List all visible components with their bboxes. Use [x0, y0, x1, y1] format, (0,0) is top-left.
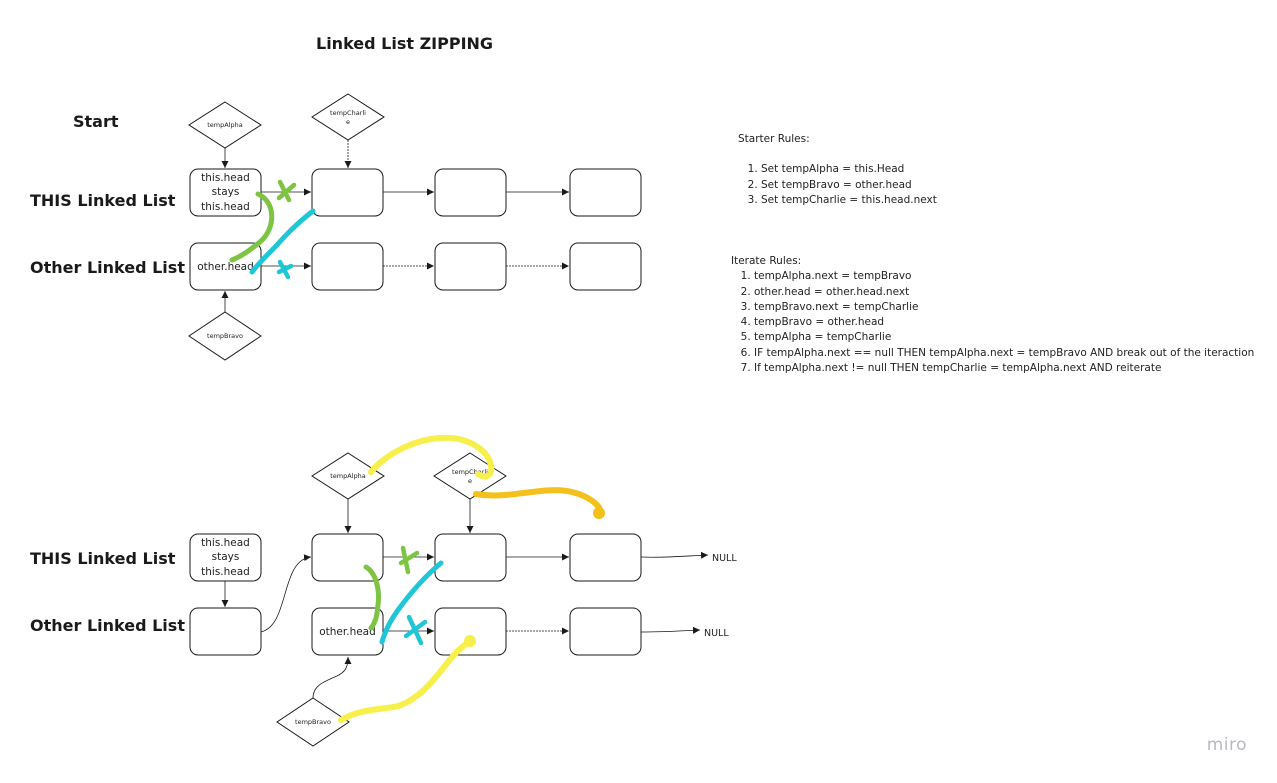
top-diamond-bravo-text: tempBravo [207, 332, 243, 340]
bottom-this-head-line-1: this.head [201, 537, 250, 549]
bottom-diamond-alpha-text: tempAlpha [330, 472, 366, 480]
bottom-orange-end-dot [593, 507, 605, 519]
bottom-diamond-charlie[interactable] [433, 452, 507, 500]
bottom-this-node-4[interactable] [569, 533, 642, 582]
starter-rule-item: Set tempCharlie = this.head.next [761, 193, 937, 208]
iterate-rule-item: other.head = other.head.next [754, 285, 1254, 300]
top-green-connector [229, 191, 275, 263]
bottom-green-x-mark [398, 545, 420, 575]
bottom-null-this: NULL [712, 553, 737, 564]
bottom-this-node-1[interactable] [189, 533, 262, 582]
top-cyan-x-mark [276, 259, 294, 280]
bottom-diamond-charlie-text-1: tempCharli [452, 468, 488, 476]
top-other-node-4[interactable] [569, 242, 642, 291]
top-diamond-charlie-text-2: e [346, 118, 350, 126]
bottom-orange-charlie-to-next [473, 487, 604, 518]
iterate-rule-item: If tempAlpha.next != null THEN tempCharl… [754, 361, 1254, 376]
bottom-diamond-bravo-text: tempBravo [295, 718, 331, 726]
top-other-node-3[interactable] [434, 242, 507, 291]
top-diamond-charlie-text-1: tempCharli [330, 109, 366, 117]
other-list-label-bottom: Other Linked List [30, 616, 185, 635]
iterate-rule-item: IF tempAlpha.next == null THEN tempAlpha… [754, 346, 1254, 361]
bottom-other-node-3[interactable] [434, 607, 507, 656]
starter-rules: Starter Rules: Set tempAlpha = this.Head… [738, 132, 937, 208]
top-diamond-bravo[interactable] [188, 311, 262, 361]
start-label: Start [73, 112, 119, 131]
bottom-zip-curve [260, 554, 312, 633]
top-this-node-4[interactable] [569, 168, 642, 217]
starter-rules-list: Set tempAlpha = this.Head Set tempBravo … [738, 162, 937, 208]
bottom-null-other: NULL [704, 628, 729, 639]
top-cyan-connector [249, 208, 316, 275]
bottom-yellow-alpha-to-charlie [368, 434, 495, 480]
iterate-rule-item: tempBravo = other.head [754, 315, 1254, 330]
iterate-rules-list: tempAlpha.next = tempBravo other.head = … [731, 269, 1254, 376]
top-this-head-line-2: stays [212, 186, 240, 198]
bottom-yellow-bravo-to-next [338, 637, 475, 723]
bottom-other-node-4[interactable] [569, 607, 642, 656]
top-other-head-text: other.head [197, 261, 254, 273]
page-title: Linked List ZIPPING [316, 34, 494, 53]
iterate-rules-title: Iterate Rules: [731, 255, 802, 267]
iterate-rule-item: tempAlpha = tempCharlie [754, 330, 1254, 345]
other-list-label-top: Other Linked List [30, 258, 185, 277]
bottom-cyan-connector [379, 560, 444, 645]
starter-rule-item: Set tempAlpha = this.Head [761, 162, 937, 177]
bottom-cyan-x-mark [403, 614, 428, 646]
top-this-head-line-1: this.head [201, 172, 250, 184]
iterate-rule-item: tempAlpha.next = tempBravo [754, 269, 1254, 284]
iterate-rules: Iterate Rules: tempAlpha.next = tempBrav… [731, 254, 1254, 376]
starter-rule-item: Set tempBravo = other.head [761, 178, 937, 193]
bottom-green-connector [363, 564, 381, 631]
starter-rules-title: Starter Rules: [738, 133, 810, 145]
bottom-this-node-3[interactable] [434, 533, 507, 582]
bottom-diamond-bravo[interactable] [276, 697, 350, 747]
this-list-label-bottom: THIS Linked List [30, 549, 176, 568]
bottom-other-node-1[interactable] [189, 607, 262, 656]
bottom-this-head-line-3: this.head [201, 566, 250, 578]
top-this-node-2[interactable] [311, 168, 384, 217]
top-diamond-alpha-text: tempAlpha [207, 121, 243, 129]
top-diamond-charlie[interactable] [311, 93, 385, 141]
this-list-label-top: THIS Linked List [30, 191, 176, 210]
top-this-head-line-3: this.head [201, 201, 250, 213]
bottom-other-head-text: other.head [319, 626, 376, 638]
bottom-other-arrow-null [640, 626, 701, 634]
top-this-node-1[interactable] [189, 168, 262, 217]
bottom-this-head-line-2: stays [212, 551, 240, 563]
top-green-x-mark [276, 179, 297, 203]
bottom-diamond-charlie-text-2: e [468, 477, 472, 485]
bottom-this-arrow-null [640, 551, 709, 559]
miro-logo[interactable]: miro [1206, 735, 1247, 755]
top-other-node-2[interactable] [311, 242, 384, 291]
top-this-node-3[interactable] [434, 168, 507, 217]
bottom-bravo-pointer [312, 656, 352, 699]
iterate-rule-item: tempBravo.next = tempCharlie [754, 300, 1254, 315]
bottom-yellow-end-dot [464, 635, 476, 647]
